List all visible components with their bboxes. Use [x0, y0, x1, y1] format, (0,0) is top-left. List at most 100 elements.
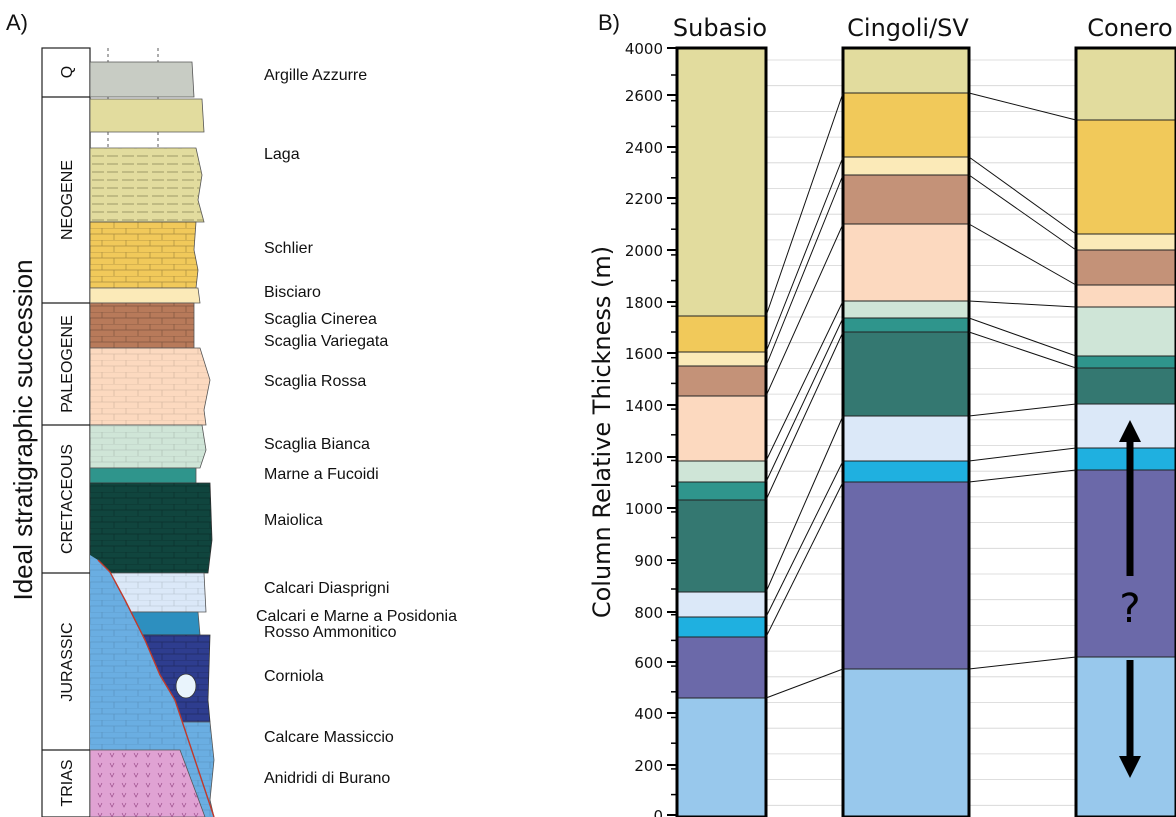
layer-corniola	[842, 481, 970, 670]
formation-label: Argille Azzurre	[264, 67, 367, 84]
layer-diasprigni	[842, 415, 970, 462]
panel-a-axis-title: Ideal stratigraphic succession	[8, 259, 38, 600]
layer-cinerea	[676, 365, 767, 397]
y-tick-label: 600	[634, 654, 663, 672]
formation-label: Rosso Ammonitico	[264, 624, 397, 641]
column-title-subasio: Subasio	[673, 14, 767, 42]
layer-bisciaro	[676, 351, 767, 367]
layer-schlier	[1075, 119, 1176, 235]
correlation-line	[765, 223, 844, 397]
correlation-line	[765, 668, 844, 699]
y-tick-label: 1600	[625, 345, 663, 363]
column-outline	[841, 46, 971, 817]
correlation-line	[968, 156, 1077, 235]
y-tick-label: 1400	[625, 397, 663, 415]
correlation-line	[968, 447, 1077, 462]
correlation-line	[968, 300, 1077, 308]
correlation-line	[765, 92, 844, 317]
layer-corniola	[676, 636, 767, 699]
correlation-line	[765, 415, 844, 593]
y-tick-label: 2000	[625, 242, 663, 260]
layer-rosso_amm	[1075, 447, 1176, 471]
formation-label: Corniola	[264, 668, 324, 685]
panel-b-label: B)	[598, 10, 620, 35]
correlation-line	[765, 300, 844, 462]
correlation-line	[968, 403, 1077, 417]
layer-corniola	[1075, 469, 1176, 658]
layer-bianca	[1075, 306, 1176, 357]
y-tick-label: 200	[634, 757, 663, 775]
y-tick-label: 2400	[625, 139, 663, 157]
period-label: NEOGENE	[59, 160, 76, 240]
layer-rossa	[1075, 284, 1176, 308]
column-title-cingoli: Cingoli/SV	[847, 14, 969, 42]
layer-maiolica	[676, 499, 767, 593]
correlation-line	[968, 223, 1077, 286]
period-label: JURASSIC	[59, 622, 76, 701]
layer-rosso_amm	[842, 460, 970, 483]
layer-massiccio	[676, 697, 767, 817]
y-tick-label: 800	[634, 604, 663, 622]
formation-label: Calcari e Marne a Posidonia	[256, 608, 457, 625]
y-tick-label: 1800	[625, 294, 663, 312]
correlation-line	[968, 317, 1077, 357]
question-mark: ?	[1119, 586, 1140, 632]
y-tick-label: 0	[653, 807, 663, 817]
y-tick-label: 1200	[625, 449, 663, 467]
correlation-line	[968, 174, 1077, 251]
correlation-line	[765, 460, 844, 618]
correlation-line	[765, 317, 844, 483]
y-tick-label: 400	[634, 705, 663, 723]
correlation-line	[765, 481, 844, 638]
y-tick-label: 900	[634, 552, 663, 570]
layer-laga	[1075, 47, 1176, 121]
formation-label: Marne a Fucoidi	[264, 466, 379, 483]
period-column	[41, 47, 91, 817]
layer-rossa	[676, 395, 767, 462]
formation-label: Bisciaro	[264, 284, 321, 301]
y-tick-label: 2600	[625, 87, 663, 105]
layer-schlier	[842, 92, 970, 158]
layer-cinerea	[842, 174, 970, 225]
formation-label: Anidridi di Burano	[264, 770, 390, 787]
formation-label: Scaglia Cinerea	[264, 311, 377, 328]
layer-maiolica	[842, 331, 970, 417]
correlation-columns	[675, 46, 1176, 817]
correlation-line	[765, 331, 844, 501]
layer-laga	[676, 47, 767, 317]
layer-massiccio	[842, 668, 970, 817]
column-title-conero: Conero	[1087, 14, 1172, 42]
correlation-line	[765, 174, 844, 367]
layer-diasprigni	[676, 591, 767, 618]
thickness-axis: 0 200 400 600 800 900 1000 1200 1400 1600 1800 2000…	[625, 40, 679, 817]
layer-schlier	[676, 315, 767, 353]
layer-rossa	[842, 223, 970, 302]
layer-bianca	[842, 300, 970, 319]
panel-a-label: A)	[6, 10, 28, 35]
layer-maiolica	[1075, 367, 1176, 405]
layer-massiccio	[1075, 656, 1176, 817]
layer-rosso_amm	[676, 616, 767, 638]
correlation-line	[765, 156, 844, 353]
column-outline	[1074, 46, 1176, 817]
period-label: Q	[59, 66, 76, 78]
formation-label: Calcare Massiccio	[264, 729, 394, 746]
formation-label: Calcari Diasprigni	[264, 580, 389, 597]
formation-label: Scaglia Variegata	[264, 333, 388, 350]
lithologic-column	[90, 48, 215, 817]
formation-label: Laga	[264, 146, 300, 163]
correlation-line	[968, 92, 1077, 121]
y-tick-label: 1000	[625, 500, 663, 518]
formation-label: Scaglia Bianca	[264, 436, 370, 453]
layer-fucoidi	[1075, 355, 1176, 369]
layer-bisciaro	[1075, 233, 1176, 251]
layer-laga	[842, 47, 970, 94]
correlation-lines	[765, 92, 1077, 699]
correlation-line	[968, 331, 1077, 369]
period-label: CRETACEOUS	[59, 444, 76, 554]
correlation-line	[968, 656, 1077, 670]
layer-bisciaro	[842, 156, 970, 176]
formation-label: Scaglia Rossa	[264, 373, 366, 390]
y-tick-label: 2200	[625, 190, 663, 208]
